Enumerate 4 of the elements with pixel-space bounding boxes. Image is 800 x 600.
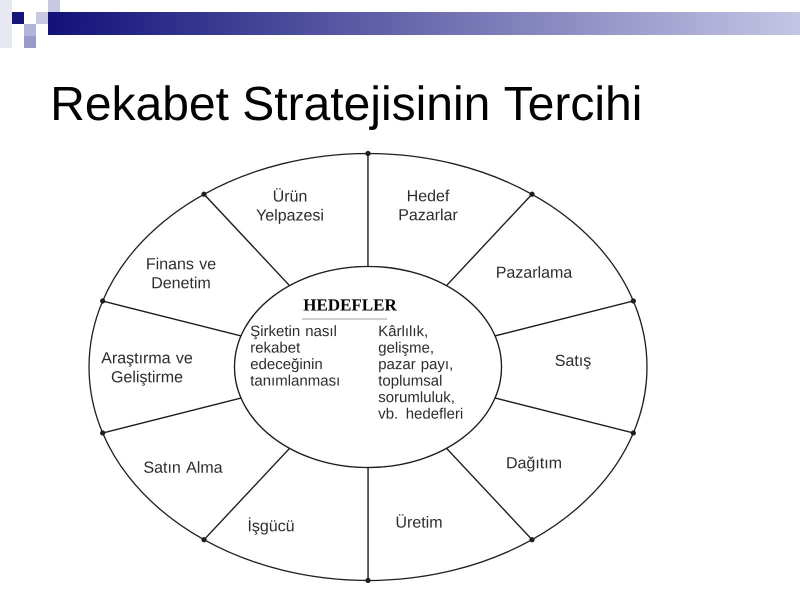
heading: HEDEFLER <box>304 299 397 311</box>
ring-segment: Satış <box>494 300 648 434</box>
ring-segment: Araştırma ve Geliştirme <box>88 300 242 434</box>
title: Rekabet Stratejisinin Tercihi <box>54 85 640 130</box>
